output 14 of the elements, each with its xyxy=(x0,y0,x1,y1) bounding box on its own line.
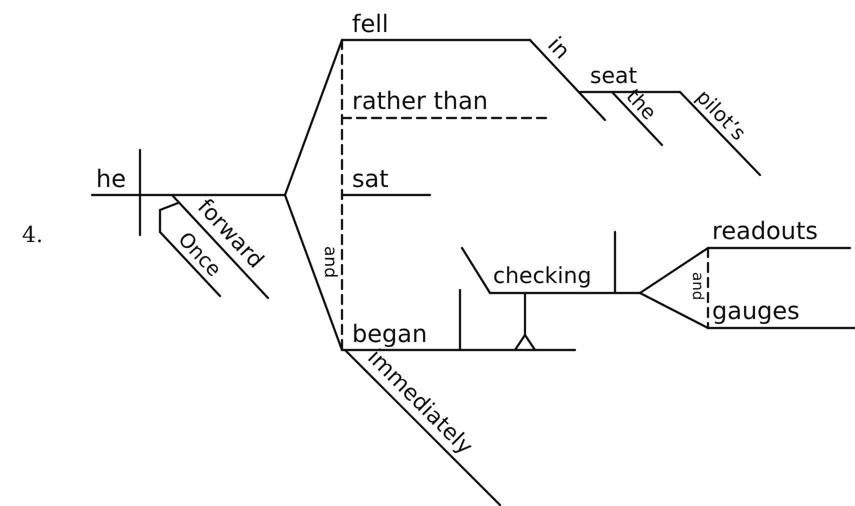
word-label: began xyxy=(352,322,428,346)
word-label: checking xyxy=(493,266,592,288)
word-label: readouts xyxy=(712,219,818,243)
word-label: and xyxy=(321,246,338,278)
word-label: seat xyxy=(590,66,638,88)
word-label: in xyxy=(543,34,573,64)
word-label: gauges xyxy=(712,299,800,323)
word-label: he xyxy=(96,167,126,191)
word-label: sat xyxy=(352,167,389,191)
word-label: rather than xyxy=(352,89,488,113)
word-label: fell xyxy=(352,12,389,36)
word-label: the xyxy=(623,85,660,123)
word-label: and xyxy=(690,272,705,300)
item-number: 4. xyxy=(22,225,43,247)
